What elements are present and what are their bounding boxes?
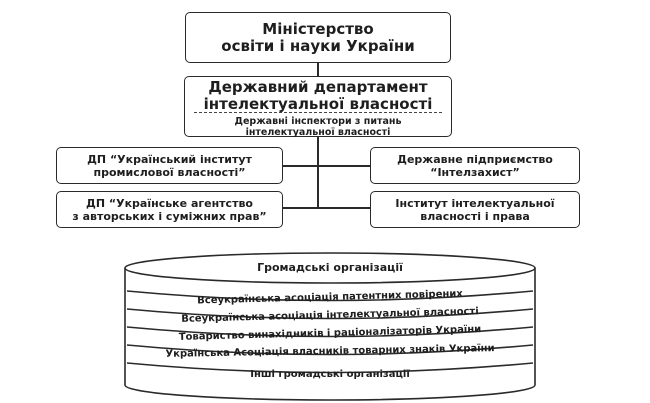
department-box: Державний департамент інтелектуальної вл… xyxy=(184,76,452,138)
ministry-line1: Міністерство xyxy=(262,19,374,38)
ministry-line2: освіти і науки України xyxy=(221,36,415,55)
connector-trunk xyxy=(317,137,319,208)
department-line2: інтелектуальної власності xyxy=(203,95,433,113)
cylinder-band-3 xyxy=(126,326,534,338)
left-box-1-line1: ДП “Український інститут xyxy=(87,152,252,166)
cylinder-body xyxy=(124,268,536,401)
right-box-intelzakhyst: Державне підприємство “Інтелзахист” xyxy=(370,147,580,184)
left-box-copyright-agency: ДП “Українське агентство з авторських і … xyxy=(56,191,283,228)
connector-branch-upper xyxy=(283,165,370,167)
left-box-1-line2: промислової власності” xyxy=(93,165,246,179)
department-sub-line2: інтелектуальної власності xyxy=(245,127,391,138)
left-box-patent-institute: ДП “Український інститут промислової вла… xyxy=(56,147,283,184)
right-box-2-line2: власності і права xyxy=(420,209,530,223)
left-box-2-line1: ДП “Українське агентство xyxy=(86,196,253,210)
department-line1: Державний департамент xyxy=(208,78,428,96)
right-box-2-line1: Інститут інтелектуальної xyxy=(395,196,555,210)
cylinder-band-4 xyxy=(126,344,534,356)
public-orgs-title: Громадські організації xyxy=(257,261,403,274)
right-box-1-line1: Державне підприємство xyxy=(397,152,553,166)
left-box-2-line2: з авторських і суміжних прав” xyxy=(72,209,267,223)
department-divider xyxy=(194,112,442,113)
right-box-1-line2: “Інтелзахист” xyxy=(430,165,520,179)
cylinder-band-2 xyxy=(126,308,534,320)
cylinder-top xyxy=(124,252,536,284)
cylinder-band-1 xyxy=(126,290,534,302)
public-org-layer-5: Інші громадські організації xyxy=(250,369,410,380)
right-box-ip-law-institute: Інститут інтелектуальної власності і пра… xyxy=(370,191,580,228)
connector-ministry-department xyxy=(317,63,319,76)
cylinder-band-5 xyxy=(126,362,534,374)
department-sub-line1: Державні інспектори з питань xyxy=(234,116,402,127)
ministry-box: Міністерство освіти і науки України xyxy=(185,12,451,63)
connector-branch-lower xyxy=(283,207,370,209)
